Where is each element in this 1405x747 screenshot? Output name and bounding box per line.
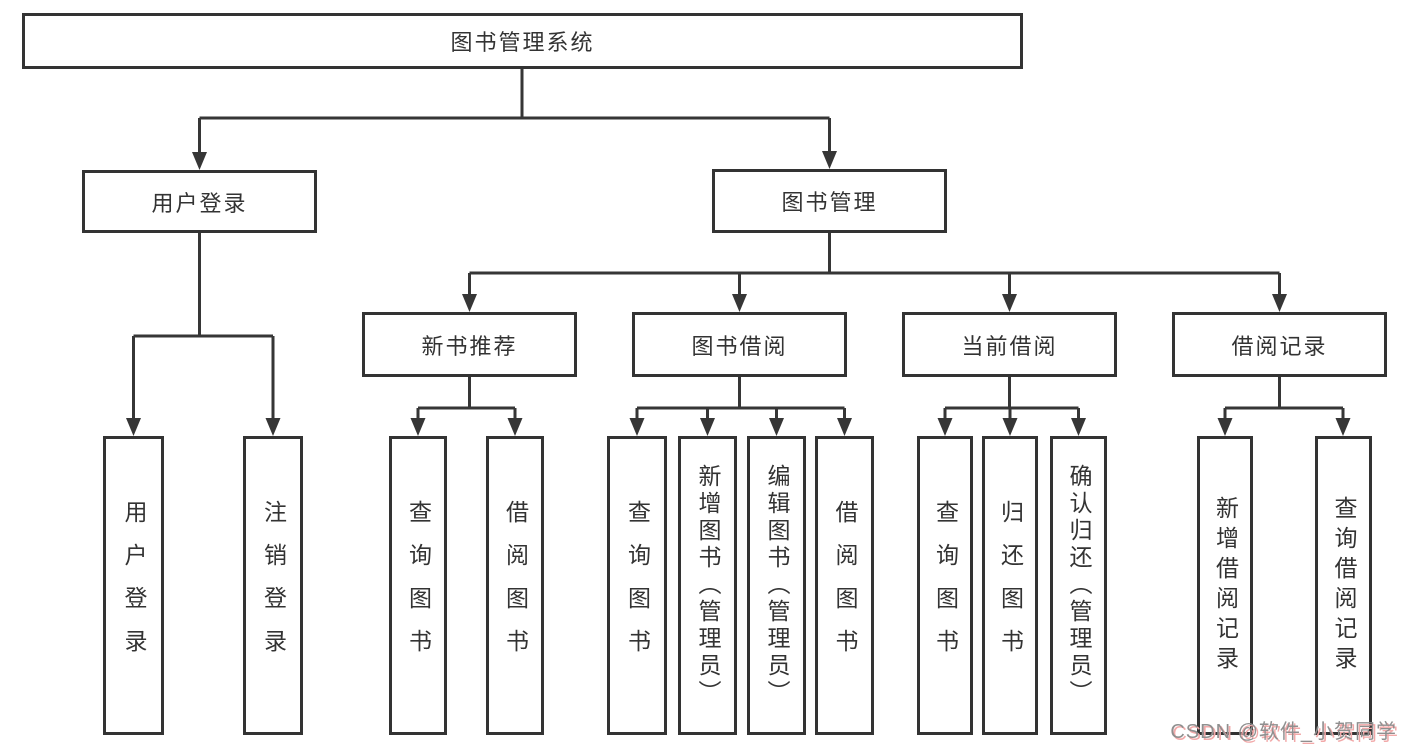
leaf-logout: 注销登录 <box>243 436 303 735</box>
node-user-login: 用户登录 <box>82 170 317 233</box>
node-label: 当前借阅 <box>961 333 1058 359</box>
arrowhead <box>507 418 523 436</box>
edge-user-login-to-leaves <box>132 233 275 424</box>
leaf-query-books-recommend: 查询图书 <box>389 436 447 735</box>
arrowhead <box>1217 418 1233 436</box>
arrowhead <box>822 151 837 169</box>
node-new-book-recommend: 新书推荐 <box>362 312 577 377</box>
leaf-borrow-books-recommend: 借阅图书 <box>486 436 544 735</box>
leaf-label: 新增借阅记录 <box>1212 495 1239 676</box>
arrowhead <box>1002 418 1018 436</box>
node-current-borrowing: 当前借阅 <box>902 312 1117 377</box>
leaf-borrow-books-borrow: 借阅图书 <box>815 436 874 735</box>
edge-book-mgmt-to-level3 <box>468 233 1281 300</box>
leaf-add-borrow-record: 新增借阅记录 <box>1197 436 1253 735</box>
leaf-label: 查询借阅记录 <box>1331 495 1357 676</box>
edge-current-borrow-to-leaves <box>943 377 1080 424</box>
arrowhead <box>126 418 141 436</box>
edge-borrow-records-to-leaves <box>1223 377 1345 424</box>
leaf-query-borrow-record: 查询借阅记录 <box>1315 436 1372 735</box>
arrowhead <box>732 294 747 312</box>
node-book-management: 图书管理 <box>712 169 947 233</box>
arrowhead <box>937 418 953 436</box>
leaf-edit-book-admin: 编辑图书（管理员） <box>747 436 806 735</box>
arrowhead <box>1002 294 1017 312</box>
node-label: 借阅记录 <box>1231 333 1328 359</box>
node-label: 用户登录 <box>151 190 248 216</box>
arrowhead <box>629 418 645 436</box>
node-label: 图书管理系统 <box>450 30 595 55</box>
csdn-watermark: CSDN @软件_小贺同学 <box>1170 721 1397 743</box>
leaf-return-books: 归还图书 <box>982 436 1038 735</box>
leaf-query-books-borrow: 查询图书 <box>607 436 667 735</box>
arrowhead <box>1335 418 1351 436</box>
arrowhead <box>1071 418 1086 436</box>
leaf-label: 确认归还（管理员） <box>1066 464 1092 707</box>
arrowhead <box>265 418 281 436</box>
leaf-label: 查询图书 <box>624 499 651 672</box>
leaf-confirm-return-admin: 确认归还（管理员） <box>1050 436 1107 735</box>
leaf-label: 编辑图书（管理员） <box>764 464 790 707</box>
leaf-label: 用户登录 <box>121 499 147 672</box>
node-label: 图书管理 <box>781 190 878 215</box>
leaf-label: 借阅图书 <box>502 499 529 672</box>
edge-root-to-level2 <box>198 69 831 158</box>
arrowhead <box>700 418 715 436</box>
arrowhead <box>462 294 477 312</box>
arrowhead <box>837 418 852 436</box>
connector-paths <box>132 69 1345 424</box>
leaf-label: 借阅图书 <box>832 499 858 672</box>
node-book-borrowing: 图书借阅 <box>632 312 847 377</box>
leaf-add-book-admin: 新增图书（管理员） <box>678 436 737 735</box>
leaf-label: 查询图书 <box>932 499 959 672</box>
arrowheads <box>126 151 1351 436</box>
edge-book-borrow-to-leaves <box>635 377 846 424</box>
leaf-label: 归还图书 <box>997 499 1024 672</box>
arrowhead <box>769 418 784 436</box>
leaf-label: 新增图书（管理员） <box>695 464 721 707</box>
edge-new-book-to-leaves <box>416 377 517 424</box>
node-borrowing-records: 借阅记录 <box>1172 312 1387 377</box>
arrowhead <box>192 152 207 170</box>
leaf-label: 注销登录 <box>260 499 287 672</box>
node-library-system: 图书管理系统 <box>22 13 1023 69</box>
leaf-user-login: 用户登录 <box>103 436 164 735</box>
leaf-query-books-current: 查询图书 <box>917 436 973 735</box>
arrowhead <box>410 418 426 436</box>
leaf-label: 查询图书 <box>405 499 432 672</box>
node-label: 图书借阅 <box>691 333 788 359</box>
node-label: 新书推荐 <box>421 333 518 359</box>
arrowhead <box>1272 294 1287 312</box>
